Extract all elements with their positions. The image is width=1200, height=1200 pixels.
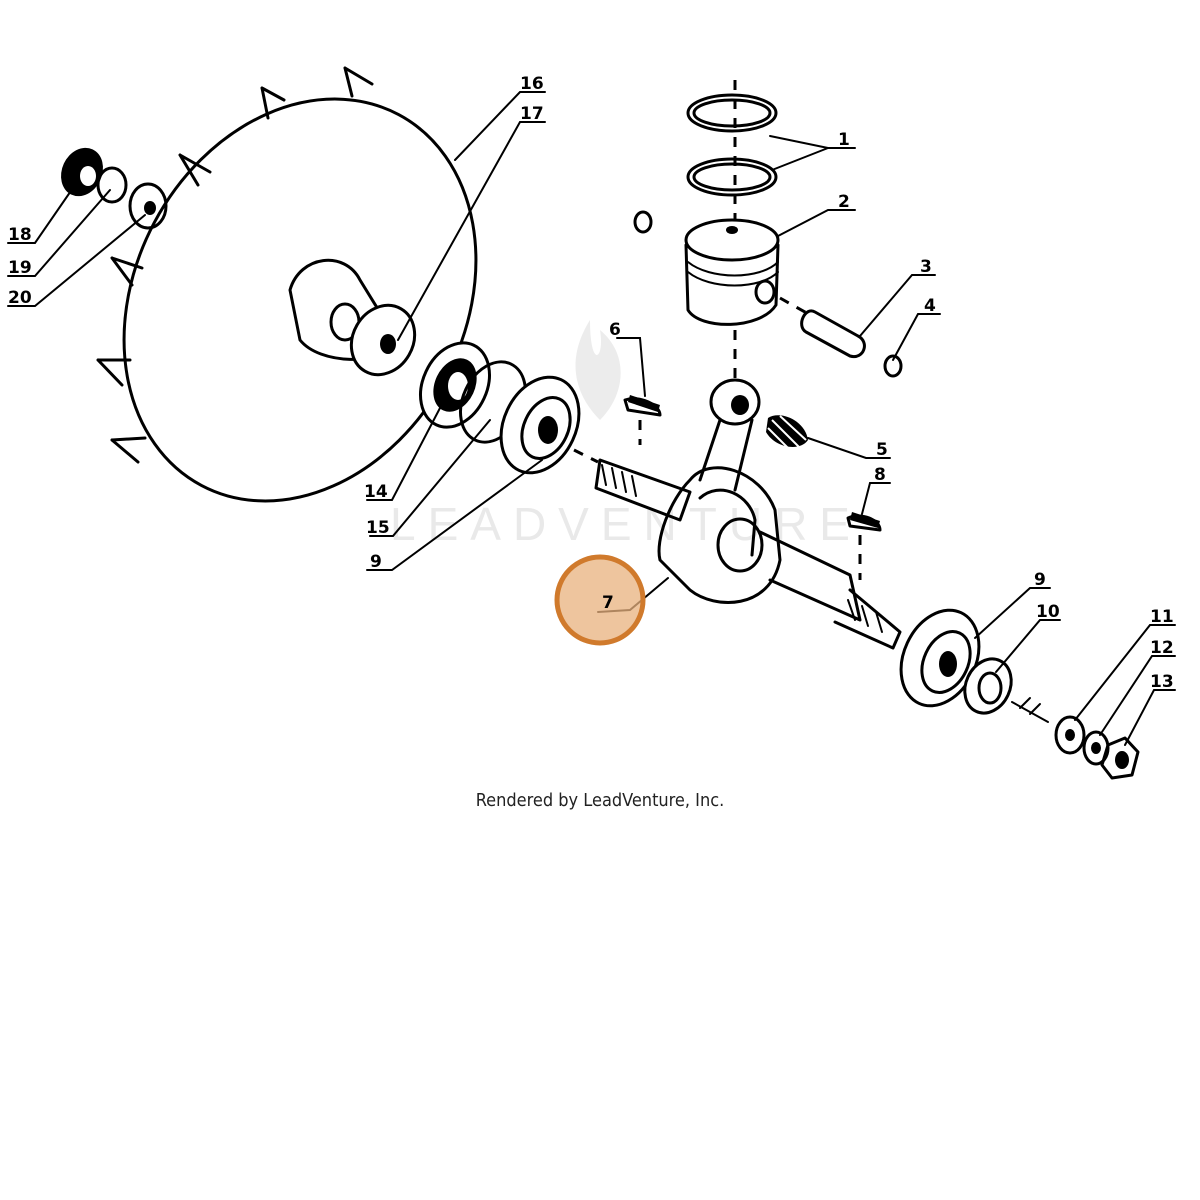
callout-10[interactable]: 10 bbox=[1036, 602, 1060, 622]
woodruff-key-6 bbox=[623, 395, 662, 445]
flywheel bbox=[96, 66, 478, 503]
callout-14[interactable]: 14 bbox=[364, 482, 388, 502]
callout-9-left[interactable]: 9 bbox=[370, 552, 382, 572]
callout-17[interactable]: 17 bbox=[520, 104, 544, 124]
callout-6[interactable]: 6 bbox=[609, 320, 621, 340]
callout-16[interactable]: 16 bbox=[520, 74, 544, 94]
callout-2[interactable]: 2 bbox=[838, 192, 850, 212]
crankshaft bbox=[594, 378, 902, 650]
callout-18[interactable]: 18 bbox=[8, 225, 32, 245]
piston-pin-clip bbox=[633, 210, 653, 234]
woodruff-key-8 bbox=[846, 512, 882, 580]
highlight-circle[interactable] bbox=[554, 554, 646, 646]
callout-4[interactable]: 4 bbox=[924, 296, 936, 316]
callout-15[interactable]: 15 bbox=[366, 518, 390, 538]
left-bearing-seal bbox=[419, 341, 581, 475]
render-credit: Rendered by LeadVenture, Inc. bbox=[475, 790, 725, 811]
callout-13[interactable]: 13 bbox=[1150, 672, 1174, 692]
callout-3[interactable]: 3 bbox=[920, 257, 932, 277]
callout-5[interactable]: 5 bbox=[876, 440, 888, 460]
pin-clip bbox=[883, 354, 903, 378]
piston-pin bbox=[779, 296, 866, 359]
callout-7[interactable]: 7 bbox=[602, 593, 614, 613]
callout-11[interactable]: 11 bbox=[1150, 607, 1174, 627]
break-mark bbox=[1011, 697, 1049, 723]
right-bearing-seal bbox=[899, 608, 1013, 715]
callout-1[interactable]: 1 bbox=[838, 130, 850, 150]
right-nut-washers bbox=[1054, 715, 1140, 780]
piston bbox=[684, 218, 780, 326]
callout-8[interactable]: 8 bbox=[874, 465, 886, 485]
callout-19[interactable]: 19 bbox=[8, 258, 32, 278]
callout-9-right[interactable]: 9 bbox=[1034, 570, 1046, 590]
leader-lines bbox=[7, 91, 1176, 746]
callout-12[interactable]: 12 bbox=[1150, 638, 1174, 658]
piston-rings bbox=[686, 93, 778, 197]
flywheel-nut-washers bbox=[61, 147, 168, 230]
watermark-text: LEADVENTURE bbox=[390, 498, 862, 550]
callout-20[interactable]: 20 bbox=[8, 288, 32, 308]
needle-bearing bbox=[766, 415, 808, 451]
callout-labels: 1 2 3 4 5 6 7 8 9 9 10 11 12 13 14 15 16… bbox=[8, 74, 1174, 692]
